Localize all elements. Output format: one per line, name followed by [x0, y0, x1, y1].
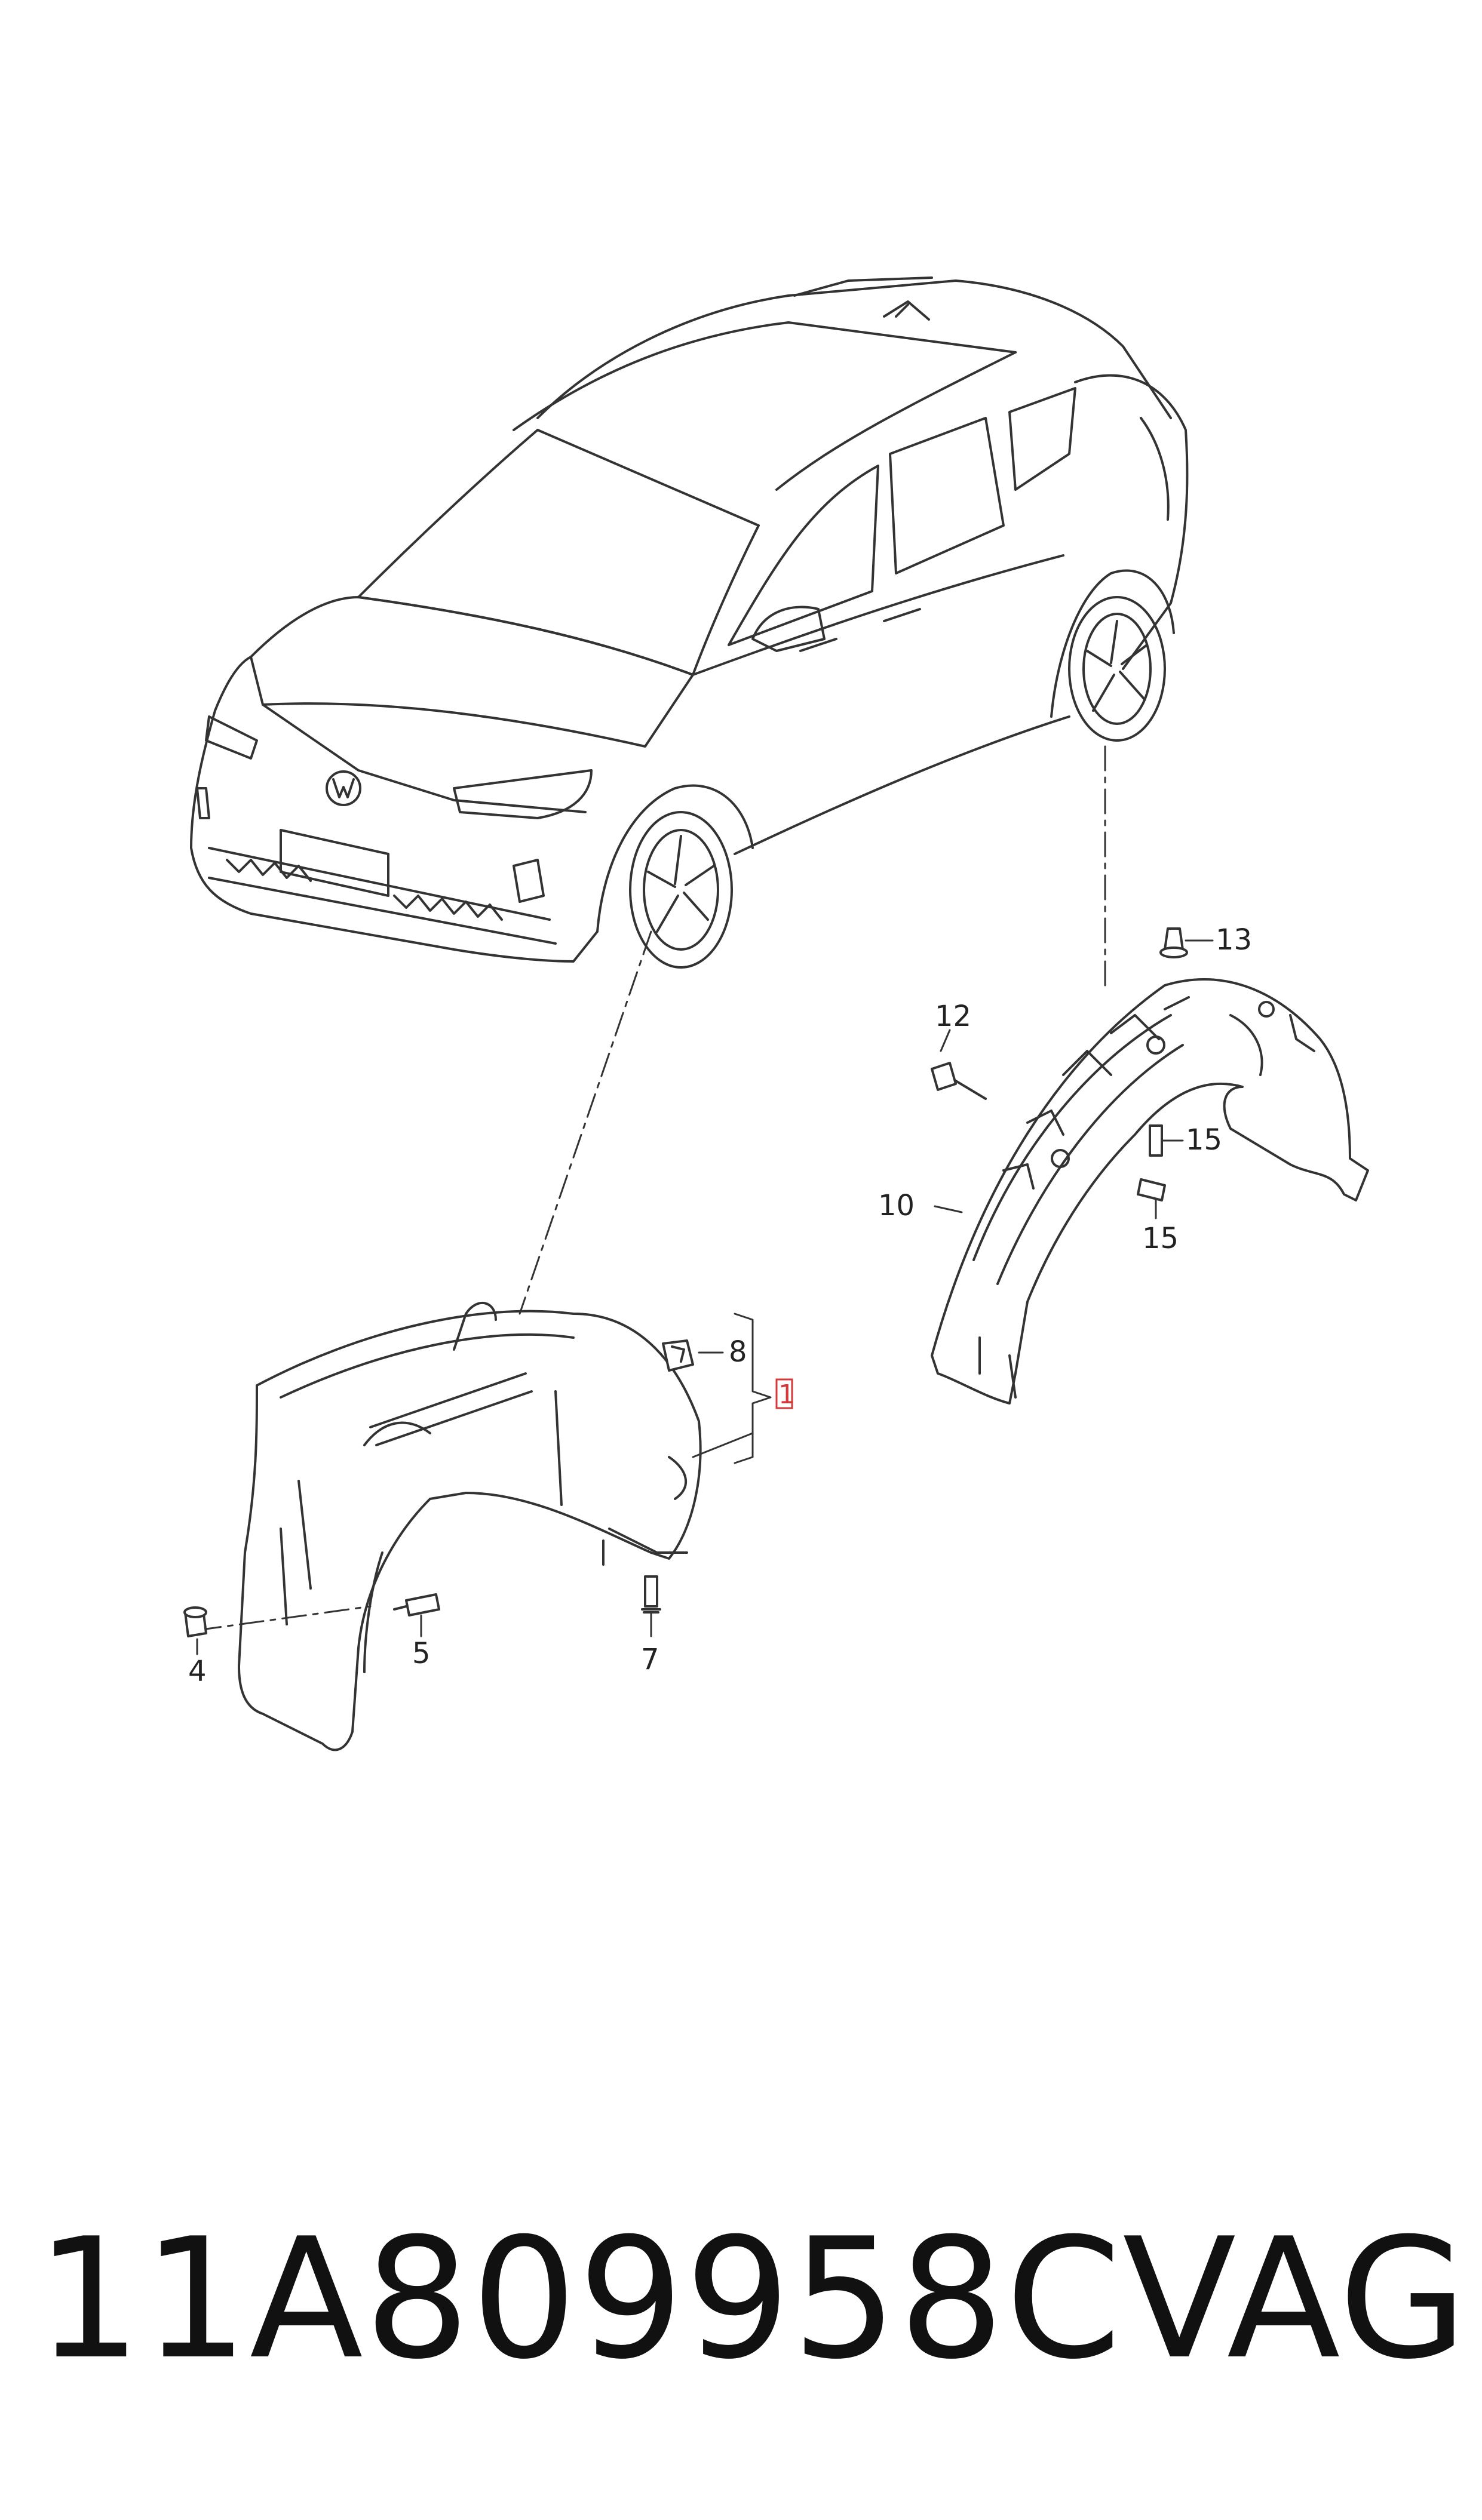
callout-12: 12: [935, 1000, 971, 1033]
screw-5: [393, 1593, 440, 1617]
highlight-box-1: [775, 1378, 793, 1409]
car-illustration: [190, 276, 1189, 969]
part-number: 11A809958C: [36, 2202, 1123, 2396]
rivet-12: [931, 1062, 987, 1100]
footer-part-number-line: 11A809958C VAG: [36, 2202, 1467, 2396]
screw-7: [641, 1575, 661, 1614]
screw-15b: [1137, 1178, 1166, 1201]
callout-7: 7: [641, 1643, 659, 1676]
callout-15a: 15: [1186, 1123, 1222, 1157]
callout-15b: 15: [1142, 1222, 1179, 1255]
clip-nut-8: [662, 1339, 694, 1372]
rivet-4: [183, 1606, 207, 1637]
clip-13: [1159, 927, 1188, 958]
screw-15a: [1149, 1124, 1163, 1157]
callout-8: 8: [729, 1335, 747, 1369]
callout-1: 1: [778, 1379, 795, 1410]
brand-label: VAG: [1122, 2202, 1469, 2396]
connector-lines: [196, 745, 1106, 1631]
callout-13: 13: [1216, 923, 1252, 957]
front-wheel-liner: [238, 1301, 702, 1751]
callout-5: 5: [412, 1637, 431, 1670]
callout-10: 10: [878, 1189, 915, 1222]
callout-4: 4: [188, 1655, 207, 1688]
rear-wheel-liner: [931, 978, 1369, 1405]
callout-leaders: [196, 939, 1214, 1655]
